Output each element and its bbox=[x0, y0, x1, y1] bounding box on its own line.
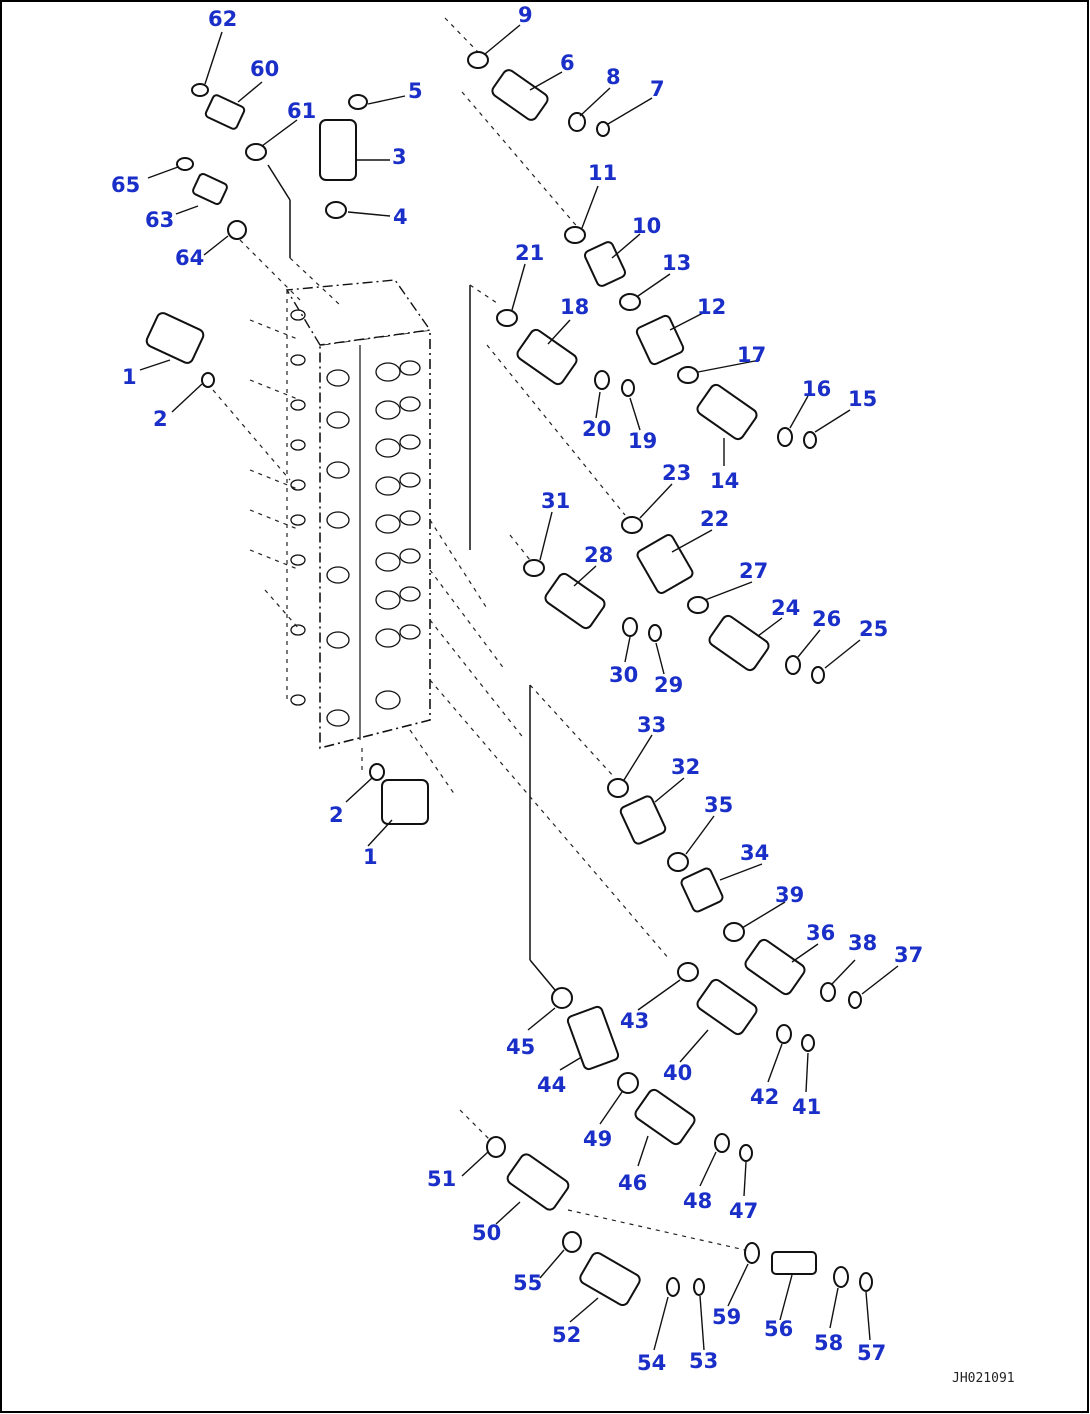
callout-48: 48 bbox=[683, 1189, 712, 1213]
callout-33: 33 bbox=[637, 713, 666, 737]
callout-51: 51 bbox=[427, 1167, 456, 1191]
callout-25: 25 bbox=[859, 617, 888, 641]
guide-lines bbox=[212, 17, 746, 1251]
callout-3: 3 bbox=[392, 145, 407, 169]
callout-37: 37 bbox=[894, 943, 923, 967]
callout-35: 35 bbox=[704, 793, 733, 817]
callout-62: 62 bbox=[208, 7, 237, 31]
callout-38: 38 bbox=[848, 931, 877, 955]
callout-9: 9 bbox=[518, 3, 533, 27]
callout-53: 53 bbox=[689, 1349, 718, 1373]
callout-1: 1 bbox=[122, 365, 137, 389]
callout-26: 26 bbox=[812, 607, 841, 631]
callout-61: 61 bbox=[287, 99, 316, 123]
callout-23: 23 bbox=[662, 461, 691, 485]
callout-28: 28 bbox=[584, 543, 613, 567]
callout-57: 57 bbox=[857, 1341, 886, 1365]
callout-6: 6 bbox=[560, 51, 575, 75]
callout-65: 65 bbox=[111, 173, 140, 197]
callout-17: 17 bbox=[737, 343, 766, 367]
callout-21: 21 bbox=[515, 241, 544, 265]
callout-27: 27 bbox=[739, 559, 768, 583]
callout-24: 24 bbox=[771, 596, 800, 620]
callout-60: 60 bbox=[250, 57, 279, 81]
fittings bbox=[145, 51, 873, 1307]
callout-2-lower: 2 bbox=[329, 803, 344, 827]
callout-7: 7 bbox=[650, 77, 665, 101]
callout-8: 8 bbox=[606, 65, 621, 89]
callout-20: 20 bbox=[582, 417, 611, 441]
callout-5: 5 bbox=[408, 79, 423, 103]
callout-31: 31 bbox=[541, 489, 570, 513]
leader-lines bbox=[139, 24, 899, 1351]
callout-22: 22 bbox=[700, 507, 729, 531]
valve-block bbox=[285, 279, 432, 750]
callout-52: 52 bbox=[552, 1323, 581, 1347]
callout-34: 34 bbox=[740, 841, 769, 865]
callout-58: 58 bbox=[814, 1331, 843, 1355]
drawing-id: JH021091 bbox=[952, 1371, 1015, 1386]
callout-36: 36 bbox=[806, 921, 835, 945]
callout-labels: 62 60 61 5 3 4 65 63 64 1 2 9 6 8 7 11 1… bbox=[111, 3, 1015, 1386]
callout-4: 4 bbox=[393, 205, 408, 229]
callout-39: 39 bbox=[775, 883, 804, 907]
callout-49: 49 bbox=[583, 1127, 612, 1151]
callout-47: 47 bbox=[729, 1199, 758, 1223]
callout-44: 44 bbox=[537, 1073, 566, 1097]
callout-14: 14 bbox=[710, 469, 739, 493]
callout-16: 16 bbox=[802, 377, 831, 401]
callout-41: 41 bbox=[792, 1095, 821, 1119]
callout-29: 29 bbox=[654, 673, 683, 697]
callout-13: 13 bbox=[662, 251, 691, 275]
callout-18: 18 bbox=[560, 295, 589, 319]
callout-64: 64 bbox=[175, 246, 204, 270]
callout-30: 30 bbox=[609, 663, 638, 687]
callout-10: 10 bbox=[632, 214, 661, 238]
callout-12: 12 bbox=[697, 295, 726, 319]
callout-59: 59 bbox=[712, 1305, 741, 1329]
callout-1-lower: 1 bbox=[363, 845, 378, 869]
callout-55: 55 bbox=[513, 1271, 542, 1295]
callout-40: 40 bbox=[663, 1061, 692, 1085]
callout-32: 32 bbox=[671, 755, 700, 779]
callout-45: 45 bbox=[506, 1035, 535, 1059]
callout-19: 19 bbox=[628, 429, 657, 453]
callout-56: 56 bbox=[764, 1317, 793, 1341]
callout-42: 42 bbox=[750, 1085, 779, 1109]
callout-46: 46 bbox=[618, 1171, 647, 1195]
callout-11: 11 bbox=[588, 161, 617, 185]
callout-54: 54 bbox=[637, 1351, 666, 1375]
callout-43: 43 bbox=[620, 1009, 649, 1033]
callout-63: 63 bbox=[145, 208, 174, 232]
callout-2: 2 bbox=[153, 407, 168, 431]
callout-15: 15 bbox=[848, 387, 877, 411]
callout-50: 50 bbox=[472, 1221, 501, 1245]
